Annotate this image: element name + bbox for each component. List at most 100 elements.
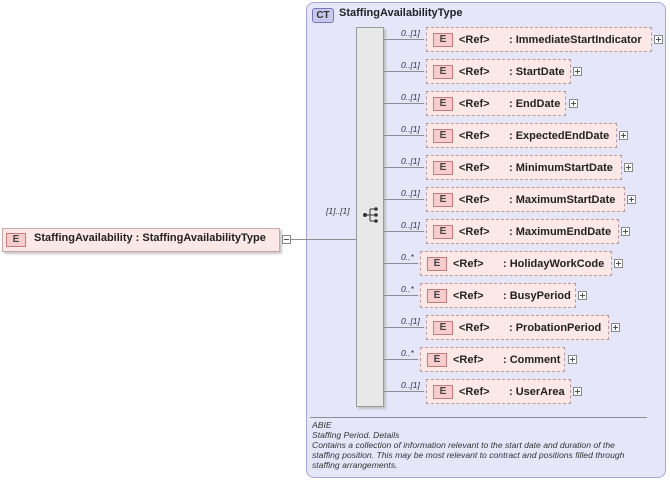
expand-icon[interactable] bbox=[573, 387, 582, 396]
child-connector bbox=[384, 103, 424, 104]
element-badge: E bbox=[433, 193, 453, 207]
child-ref: <Ref> bbox=[459, 98, 490, 110]
expand-icon[interactable] bbox=[621, 227, 630, 236]
child-element-busy-period[interactable]: E <Ref> : BusyPeriod bbox=[420, 283, 576, 308]
child-ref: <Ref> bbox=[453, 258, 484, 270]
complex-type-badge: CT bbox=[312, 8, 334, 23]
child-connector bbox=[384, 391, 424, 392]
element-badge: E bbox=[433, 65, 453, 79]
child-element-immediate-start-indicator[interactable]: E <Ref> : ImmediateStartIndicator bbox=[426, 27, 652, 52]
child-element-maximum-end-date[interactable]: E <Ref> : MaximumEndDate bbox=[426, 219, 619, 244]
child-name: : MaximumEndDate bbox=[509, 226, 612, 238]
child-connector bbox=[384, 167, 424, 168]
child-ref: <Ref> bbox=[453, 354, 484, 366]
root-element-box[interactable] bbox=[2, 228, 280, 252]
child-name: : HolidayWorkCode bbox=[503, 258, 605, 270]
expand-icon[interactable] bbox=[619, 131, 628, 140]
expand-icon[interactable] bbox=[568, 355, 577, 364]
root-cardinality: [1]..[1] bbox=[326, 206, 350, 216]
child-connector bbox=[384, 71, 424, 72]
child-cardinality: 0..[1] bbox=[401, 156, 420, 166]
element-badge: E bbox=[427, 289, 447, 303]
child-name: : StartDate bbox=[509, 66, 565, 78]
child-cardinality: 0..[1] bbox=[401, 28, 420, 38]
root-connector-line bbox=[291, 239, 356, 240]
documentation-divider bbox=[310, 417, 647, 418]
element-badge: E bbox=[433, 225, 453, 239]
child-name: : MinimumStartDate bbox=[509, 162, 613, 174]
child-cardinality: 0..[1] bbox=[401, 60, 420, 70]
expand-icon[interactable] bbox=[654, 35, 663, 44]
expand-icon[interactable] bbox=[578, 291, 587, 300]
element-badge: E bbox=[433, 321, 453, 335]
root-element-badge: E bbox=[6, 233, 26, 247]
expand-icon[interactable] bbox=[614, 259, 623, 268]
child-element-probation-period[interactable]: E <Ref> : ProbationPeriod bbox=[426, 315, 609, 340]
child-cardinality: 0..* bbox=[401, 252, 414, 262]
child-cardinality: 0..[1] bbox=[401, 188, 420, 198]
child-element-minimum-start-date[interactable]: E <Ref> : MinimumStartDate bbox=[426, 155, 622, 180]
child-ref: <Ref> bbox=[459, 322, 490, 334]
child-connector bbox=[384, 231, 424, 232]
expand-icon[interactable] bbox=[611, 323, 620, 332]
child-ref: <Ref> bbox=[459, 226, 490, 238]
root-element-label: StaffingAvailability : StaffingAvailabil… bbox=[34, 232, 266, 244]
child-ref: <Ref> bbox=[459, 130, 490, 142]
collapse-icon[interactable] bbox=[282, 235, 291, 244]
element-badge: E bbox=[433, 129, 453, 143]
element-badge: E bbox=[427, 257, 447, 271]
root-element-type: : StaffingAvailabilityType bbox=[135, 232, 266, 244]
child-cardinality: 0..[1] bbox=[401, 92, 420, 102]
child-cardinality: 0..* bbox=[401, 284, 414, 294]
child-ref: <Ref> bbox=[459, 34, 490, 46]
documentation: ABIE Staffing Period. Details Contains a… bbox=[312, 420, 642, 470]
child-connector bbox=[384, 359, 418, 360]
element-badge: E bbox=[433, 161, 453, 175]
child-ref: <Ref> bbox=[453, 290, 484, 302]
child-element-comment[interactable]: E <Ref> : Comment bbox=[420, 347, 565, 372]
doc-line-description: Contains a collection of information rel… bbox=[312, 440, 625, 470]
child-name: : MaximumStartDate bbox=[509, 194, 616, 206]
element-badge: E bbox=[427, 353, 447, 367]
doc-line-abie: ABIE bbox=[312, 420, 332, 430]
child-connector bbox=[384, 263, 418, 264]
child-connector bbox=[384, 295, 418, 296]
doc-line-title: Staffing Period. Details bbox=[312, 430, 400, 440]
element-badge: E bbox=[433, 97, 453, 111]
expand-icon[interactable] bbox=[569, 99, 578, 108]
child-element-holiday-work-code[interactable]: E <Ref> : HolidayWorkCode bbox=[420, 251, 612, 276]
child-name: : ProbationPeriod bbox=[509, 322, 602, 334]
child-name: : ImmediateStartIndicator bbox=[509, 34, 642, 46]
child-element-end-date[interactable]: E <Ref> : EndDate bbox=[426, 91, 566, 116]
child-name: : UserArea bbox=[509, 386, 565, 398]
sequence-icon bbox=[363, 207, 378, 223]
child-cardinality: 0..[1] bbox=[401, 380, 420, 390]
child-connector bbox=[384, 135, 424, 136]
element-badge: E bbox=[433, 33, 453, 47]
child-cardinality: 0..* bbox=[401, 348, 414, 358]
child-ref: <Ref> bbox=[459, 386, 490, 398]
root-element-name: StaffingAvailability bbox=[34, 232, 133, 244]
child-connector bbox=[384, 39, 424, 40]
child-ref: <Ref> bbox=[459, 162, 490, 174]
child-name: : Comment bbox=[503, 354, 561, 366]
child-name: : EndDate bbox=[509, 98, 561, 110]
expand-icon[interactable] bbox=[627, 195, 636, 204]
child-name: : ExpectedEndDate bbox=[509, 130, 610, 142]
child-ref: <Ref> bbox=[459, 194, 490, 206]
expand-icon[interactable] bbox=[573, 67, 582, 76]
child-cardinality: 0..[1] bbox=[401, 316, 420, 326]
child-cardinality: 0..[1] bbox=[401, 124, 420, 134]
complex-type-name: StaffingAvailabilityType bbox=[339, 7, 463, 19]
child-element-user-area[interactable]: E <Ref> : UserArea bbox=[426, 379, 571, 404]
child-name: : BusyPeriod bbox=[503, 290, 571, 302]
child-element-maximum-start-date[interactable]: E <Ref> : MaximumStartDate bbox=[426, 187, 625, 212]
child-cardinality: 0..[1] bbox=[401, 220, 420, 230]
expand-icon[interactable] bbox=[624, 163, 633, 172]
child-element-start-date[interactable]: E <Ref> : StartDate bbox=[426, 59, 571, 84]
child-connector bbox=[384, 199, 424, 200]
element-badge: E bbox=[433, 385, 453, 399]
child-connector bbox=[384, 327, 424, 328]
child-ref: <Ref> bbox=[459, 66, 490, 78]
child-element-expected-end-date[interactable]: E <Ref> : ExpectedEndDate bbox=[426, 123, 617, 148]
